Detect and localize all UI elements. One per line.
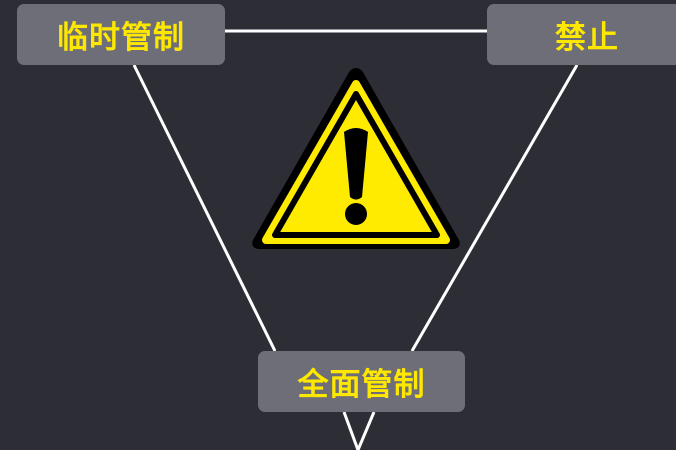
node-temporary-control: 临时管制	[17, 4, 225, 65]
node-full-control: 全面管制	[258, 351, 465, 412]
right-connector-line	[410, 64, 579, 352]
left-connector-line	[132, 64, 277, 352]
node-full-control-label: 全面管制	[297, 367, 426, 403]
node-ban-label: 禁止	[555, 20, 619, 56]
bottom-right-connector-line	[356, 411, 376, 450]
node-ban: 禁止	[487, 4, 676, 65]
node-temporary-control-label: 临时管制	[57, 20, 185, 56]
warning-triangle-icon	[248, 62, 464, 254]
bottom-left-connector-line	[342, 411, 360, 450]
